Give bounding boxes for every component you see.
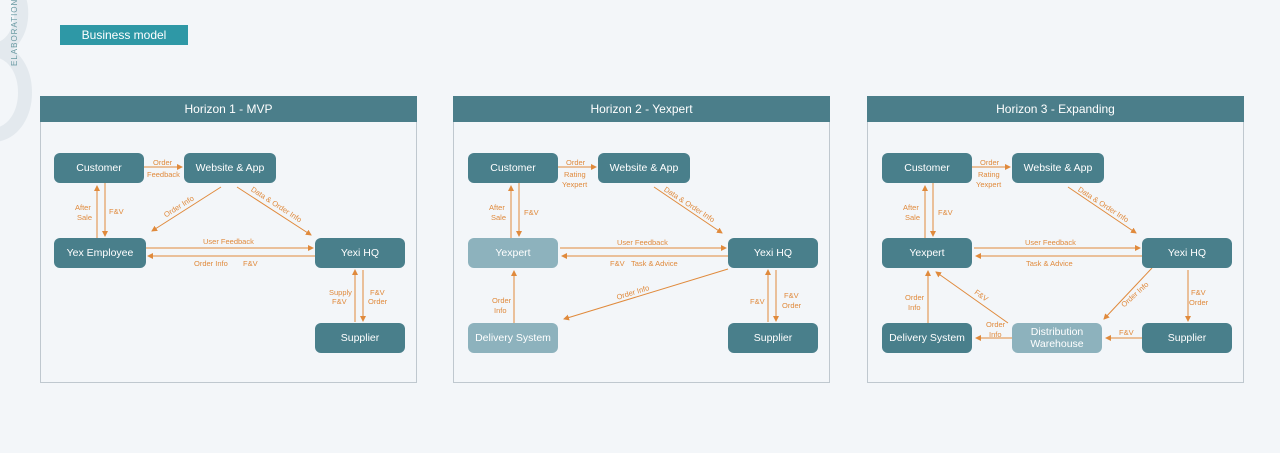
label-order-info-bottom: Order Info (194, 259, 228, 268)
arrow-hq-warehouse (1103, 267, 1153, 320)
node-delivery-system: Delivery System (882, 323, 972, 353)
node-customer: Customer (468, 153, 558, 183)
label-fv-right: F&V (370, 288, 385, 297)
arrow-warehouse-yexpert (935, 271, 1009, 324)
label-task-advice: Task & Advice (1026, 259, 1073, 268)
label-fv-supplier-left: F&V (750, 297, 765, 306)
node-distribution-warehouse: Distribution Warehouse (1012, 323, 1102, 353)
panel-horizon-3: Horizon 3 - Expanding Customer Website &… (867, 96, 1244, 383)
node-yex-employee: Yex Employee (54, 238, 146, 268)
node-website-app: Website & App (184, 153, 276, 183)
connector-arrows (508, 164, 779, 323)
label-supply: Supply (329, 288, 352, 297)
label-task-advice: Task & Advice (631, 259, 678, 268)
label-order-delivery: Order (905, 293, 925, 302)
label-user-feedback: User Feedback (617, 238, 668, 247)
node-supplier: Supplier (1142, 323, 1232, 353)
node-yexi-hq: Yexi HQ (728, 238, 818, 268)
label-rating: Rating (978, 170, 1000, 179)
panel-horizon-2: Horizon 2 - Yexpert Customer Website & A… (453, 96, 830, 383)
label-fv-bottom: F&V (243, 259, 258, 268)
node-customer: Customer (882, 153, 972, 183)
label-fv-supplier: F&V (1119, 328, 1134, 337)
node-yexi-hq: Yexi HQ (1142, 238, 1232, 268)
label-order-warehouse: Order (986, 320, 1006, 329)
label-order: Order (153, 158, 173, 167)
arrow-website-hq (1067, 186, 1137, 234)
label-fv-hq: F&V (1191, 288, 1206, 297)
connector-arrows (922, 164, 1191, 341)
arrow-website-hq (236, 186, 312, 236)
node-website-app: Website & App (598, 153, 690, 183)
arrow-hq-delivery (563, 268, 729, 321)
node-supplier: Supplier (315, 323, 405, 353)
label-fv-left: F&V (524, 208, 539, 217)
section-badge: Business model (60, 25, 188, 45)
panel-title: Horizon 2 - Yexpert (453, 96, 830, 122)
label-after: After (489, 203, 505, 212)
node-yexpert: Yexpert (468, 238, 558, 268)
node-yexpert: Yexpert (882, 238, 972, 268)
label-order-right: Order (368, 297, 388, 306)
label-info-warehouse: Info (989, 330, 1002, 339)
arrow-website-hq (653, 186, 723, 234)
node-distribution-line2: Warehouse (1030, 338, 1084, 350)
node-delivery-system: Delivery System (468, 323, 558, 353)
label-fv-left: F&V (938, 208, 953, 217)
label-user-feedback: User Feedback (203, 237, 254, 246)
label-user-feedback: User Feedback (1025, 238, 1076, 247)
label-yexpert: Yexpert (562, 180, 588, 189)
panel-title: Horizon 3 - Expanding (867, 96, 1244, 122)
node-customer: Customer (54, 153, 144, 183)
label-fv-mid: F&V (610, 259, 625, 268)
label-order-supplier: Order (782, 301, 802, 310)
connector-arrows (94, 164, 366, 322)
node-supplier: Supplier (728, 323, 818, 353)
arrow-website-employee (151, 186, 222, 232)
label-sale: Sale (905, 213, 921, 222)
panel-title: Horizon 1 - MVP (40, 96, 417, 122)
node-yexi-hq: Yexi HQ (315, 238, 405, 268)
label-yexpert: Yexpert (976, 180, 1002, 189)
label-fv-supplier-right: F&V (784, 291, 799, 300)
label-sale: Sale (77, 213, 93, 222)
large-numeral-icon (0, 0, 32, 141)
label-sale: Sale (491, 213, 507, 222)
panel-horizon-1: Horizon 1 - MVP Customer Website & App Y… (40, 96, 417, 383)
node-website-app: Website & App (1012, 153, 1104, 183)
label-order: Order (566, 158, 586, 167)
label-after: After (903, 203, 919, 212)
label-rating: Rating (564, 170, 586, 179)
label-order: Order (980, 158, 1000, 167)
label-info-delivery: Info (908, 303, 921, 312)
label-fv-left: F&V (109, 207, 124, 216)
label-feedback: Feedback (147, 170, 180, 179)
node-distribution-line1: Distribution (1030, 326, 1084, 338)
label-fv-supply: F&V (332, 297, 347, 306)
section-side-label: ELABORATION (10, 0, 19, 66)
label-order-delivery: Order (492, 296, 512, 305)
label-info-delivery: Info (494, 306, 507, 315)
label-after: After (75, 203, 91, 212)
label-order-hq: Order (1189, 298, 1209, 307)
